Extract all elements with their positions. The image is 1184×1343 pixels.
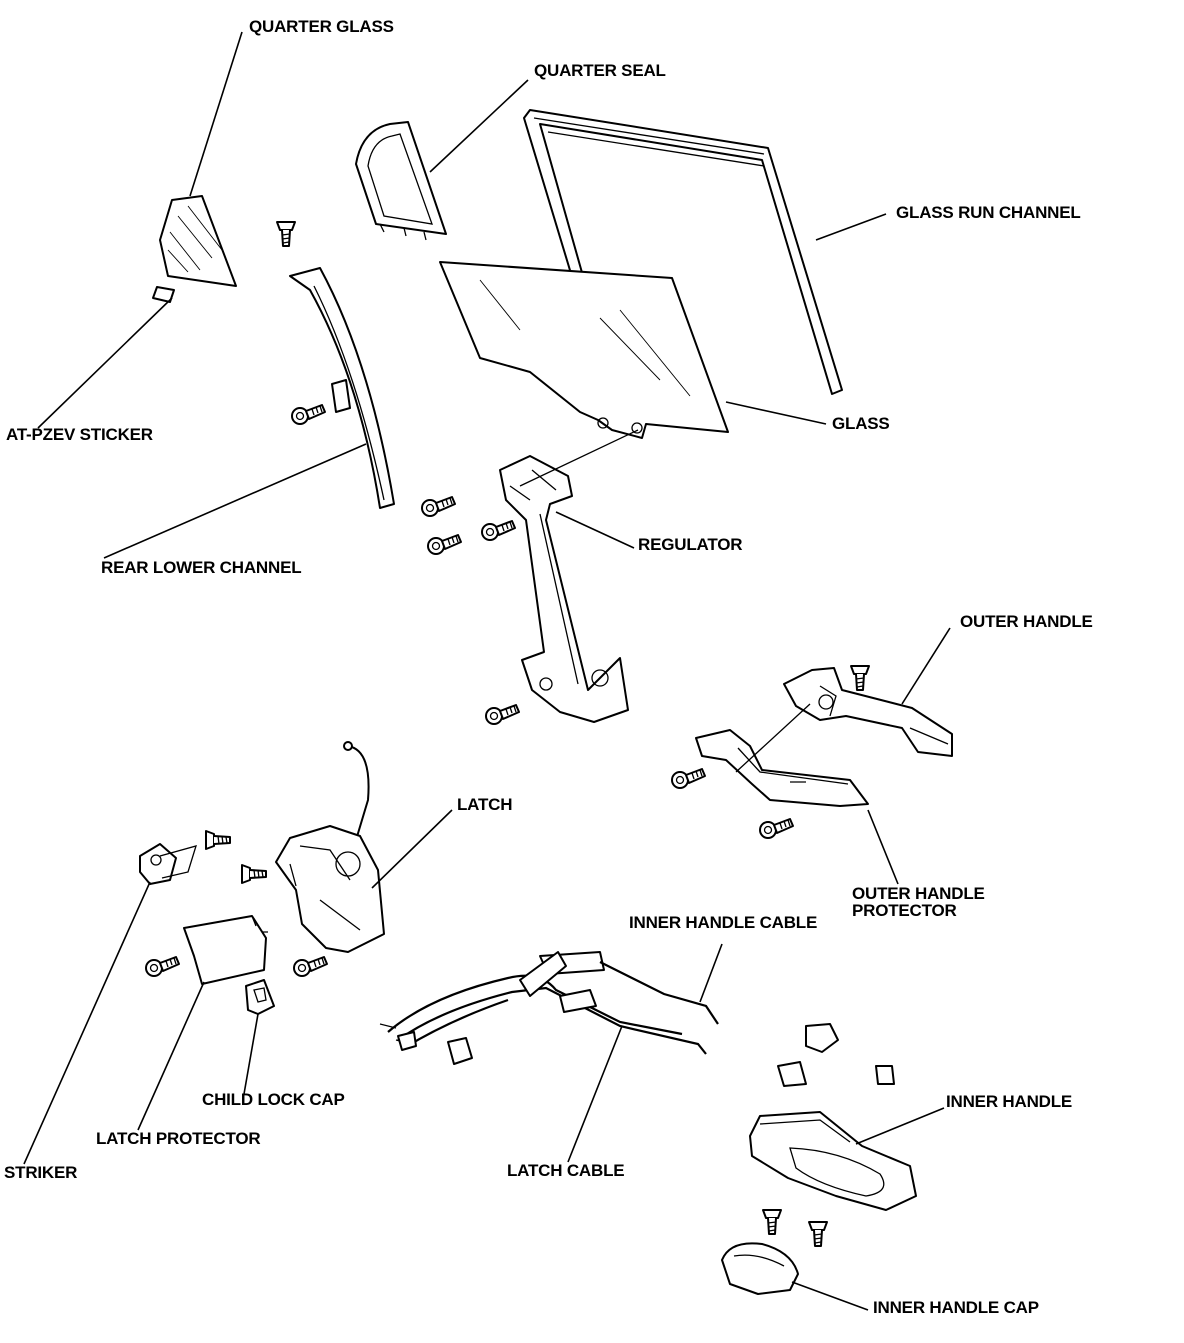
label-inner-handle-cable: INNER HANDLE CABLE xyxy=(629,913,818,932)
label-outer-handle: OUTER HANDLE xyxy=(960,612,1093,631)
quarter-seal-leader xyxy=(429,79,529,173)
door-glass-part xyxy=(439,261,729,439)
latch-leader xyxy=(371,809,453,889)
rear-lower-channel-leader xyxy=(103,443,367,559)
latch-cable-part xyxy=(379,951,719,1065)
label-latch-cable: LATCH CABLE xyxy=(507,1161,625,1180)
label-inner-handle-cap: INNER HANDLE CAP xyxy=(873,1298,1039,1317)
label-striker: STRIKER xyxy=(4,1163,78,1182)
glass-leader xyxy=(725,401,827,425)
label-outer-handle-protector-line1: OUTER HANDLE xyxy=(852,884,985,903)
latch-protector-part xyxy=(183,915,268,985)
label-latch: LATCH xyxy=(457,795,513,814)
latch-cable-leader xyxy=(567,1025,623,1163)
outer-handle-part xyxy=(783,667,953,757)
label-child-lock-cap: CHILD LOCK CAP xyxy=(202,1090,345,1109)
outer-handle-leader xyxy=(901,627,951,705)
at-pzev-sticker-leader xyxy=(37,297,173,429)
rear-lower-channel-part xyxy=(289,267,395,509)
label-glass: GLASS xyxy=(832,414,890,433)
glass-run-channel-leader xyxy=(815,213,887,241)
inner-handle-part xyxy=(749,1111,917,1211)
label-regulator: REGULATOR xyxy=(638,535,743,554)
inner-handle-leader xyxy=(855,1107,945,1145)
window-regulator-part xyxy=(499,455,629,723)
label-quarter-seal: QUARTER SEAL xyxy=(534,61,666,80)
quarter-seal-part xyxy=(355,121,447,241)
child-lock-cap-leader xyxy=(243,1013,259,1095)
striker-part xyxy=(139,843,197,885)
label-latch-protector: LATCH PROTECTOR xyxy=(96,1129,261,1148)
latch-protector-leader xyxy=(137,981,205,1131)
child-lock-cap-part xyxy=(245,979,275,1015)
door-latch-part xyxy=(275,741,385,953)
inner-handle-cap-leader xyxy=(791,1281,869,1311)
label-inner-handle: INNER HANDLE xyxy=(946,1092,1073,1111)
label-at-pzev-sticker: AT-PZEV STICKER xyxy=(6,425,153,444)
outer-handle-protector-part xyxy=(695,729,869,807)
label-quarter-glass: QUARTER GLASS xyxy=(249,17,394,36)
inner-handle-clips xyxy=(777,1023,895,1087)
quarter-glass-leader xyxy=(189,31,243,197)
outer-handle-protector-leader xyxy=(867,809,899,885)
label-outer-handle-protector-line2: PROTECTOR xyxy=(852,901,957,920)
striker-leader xyxy=(23,881,151,1165)
label-rear-lower-channel: REAR LOWER CHANNEL xyxy=(101,558,302,577)
regulator-leader xyxy=(555,511,635,549)
label-glass-run-channel: GLASS RUN CHANNEL xyxy=(896,203,1081,222)
inner-handle-cap-part xyxy=(721,1242,799,1295)
quarter-glass-part xyxy=(152,195,237,303)
inner-handle-cable-leader xyxy=(699,943,723,1003)
at-pzev-sticker-part xyxy=(152,286,175,303)
